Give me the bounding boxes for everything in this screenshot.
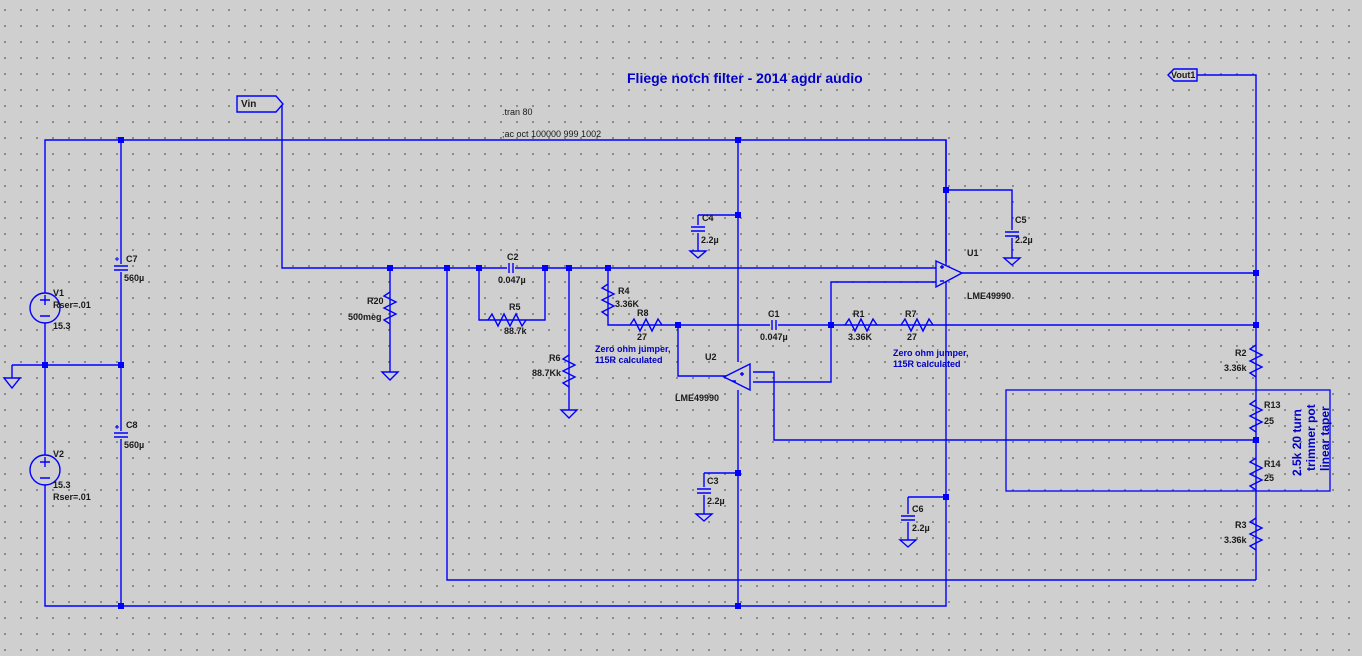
c1-value: 0.047µ bbox=[760, 332, 788, 342]
r13-value: 25 bbox=[1264, 416, 1274, 426]
trimmer-note-line1: 2.5k 20 turn bbox=[1290, 409, 1304, 476]
r6-ref: R6 bbox=[549, 353, 561, 363]
annotations: Zero ohm jumper, 115R calculated Zero oh… bbox=[595, 344, 969, 369]
wires bbox=[11, 74, 1257, 607]
r14-ref: R14 bbox=[1264, 459, 1281, 469]
u1-value: LME49990 bbox=[967, 291, 1011, 301]
c1-ref: C1 bbox=[768, 309, 780, 319]
r20-value: 500meg bbox=[348, 312, 382, 322]
r4-ref: R4 bbox=[618, 286, 630, 296]
r8-jumper-note-line2: 115R calculated bbox=[595, 355, 663, 365]
r3-value: 3.36k bbox=[1224, 535, 1248, 545]
c4-ref: C4 bbox=[702, 213, 714, 223]
polarity-marks bbox=[115, 257, 119, 429]
trimmer-note-line2: trimmer pot bbox=[1304, 404, 1318, 471]
opamp-u2 bbox=[722, 362, 751, 392]
component-labels: V1 Rser=.01 15.3 V2 15.3 Rser=.01 C7 560… bbox=[53, 213, 1281, 545]
r7-jumper-note-line2: 115R calculated bbox=[893, 359, 961, 369]
u2-ref: U2 bbox=[705, 352, 717, 362]
c5-ref: C5 bbox=[1015, 215, 1027, 225]
trimmer-note-line3: linear taper bbox=[1318, 406, 1332, 471]
diagram-title: Fliege notch filter - 2014 agdr audio bbox=[627, 70, 863, 86]
c3-value: 2.2µ bbox=[707, 496, 725, 506]
v2-ref: V2 bbox=[53, 449, 64, 459]
r1-value: 3.36K bbox=[848, 332, 873, 342]
v2-param-rser: Rser=.01 bbox=[53, 492, 91, 502]
vin-label: Vin bbox=[241, 99, 256, 110]
r6-value: 88.7Kk bbox=[532, 368, 562, 378]
r7-value: 27 bbox=[907, 332, 917, 342]
v1-param-voltage: 15.3 bbox=[53, 321, 71, 331]
c6-ref: C6 bbox=[912, 504, 924, 514]
c5-value: 2.2µ bbox=[1015, 235, 1033, 245]
r3-ref: R3 bbox=[1235, 520, 1247, 530]
r7-ref: R7 bbox=[905, 309, 917, 319]
ac-directive: ;ac oct 100000 999 1002 bbox=[502, 129, 601, 139]
r13-ref: R13 bbox=[1264, 400, 1281, 410]
r8-value: 27 bbox=[637, 332, 647, 342]
r2-value: 3.36k bbox=[1224, 363, 1248, 373]
c3-ref: C3 bbox=[707, 476, 719, 486]
u2-value: LME49990 bbox=[675, 393, 719, 403]
opamp-u1 bbox=[935, 259, 964, 289]
vout-label: Vout1 bbox=[1171, 70, 1195, 80]
resistor-symbols bbox=[382, 283, 1264, 551]
r1-ref: R1 bbox=[853, 309, 865, 319]
c2-value: 0.047µ bbox=[498, 275, 526, 285]
c8-value: 560µ bbox=[124, 440, 144, 450]
ground-symbols bbox=[2, 250, 1022, 548]
c6-value: 2.2µ bbox=[912, 523, 930, 533]
r8-jumper-note-line1: Zero ohm jumper, bbox=[595, 344, 671, 354]
c2-ref: C2 bbox=[507, 252, 519, 262]
r8-ref: R8 bbox=[637, 308, 649, 318]
junctions bbox=[42, 137, 1259, 609]
r2-ref: R2 bbox=[1235, 348, 1247, 358]
voltage-source-v1 bbox=[29, 292, 61, 324]
r4-value: 3.36K bbox=[615, 299, 640, 309]
r5-ref: R5 bbox=[509, 302, 521, 312]
u1-ref: U1 bbox=[967, 248, 979, 258]
v1-param-rser: Rser=.01 bbox=[53, 300, 91, 310]
r7-jumper-note-line1: Zero ohm jumper, bbox=[893, 348, 969, 358]
r14-value: 25 bbox=[1264, 473, 1274, 483]
capacitor-symbols bbox=[113, 225, 1020, 522]
trimmer-box bbox=[1005, 389, 1331, 492]
r5-value: 88.7k bbox=[504, 326, 528, 336]
r20-ref: R20 bbox=[367, 296, 384, 306]
trimmer-note: 2.5k 20 turn trimmer pot linear taper bbox=[1290, 404, 1332, 476]
c8-ref: C8 bbox=[126, 420, 138, 430]
net-flag-vout: Vout1 bbox=[1167, 68, 1198, 82]
c7-ref: C7 bbox=[126, 254, 138, 264]
tran-directive: .tran 80 bbox=[502, 107, 533, 117]
c7-value: 560µ bbox=[124, 273, 144, 283]
voltage-source-v2 bbox=[29, 454, 61, 486]
v2-param-voltage: 15.3 bbox=[53, 480, 71, 490]
v1-ref: V1 bbox=[53, 288, 64, 298]
c4-value: 2.2µ bbox=[701, 235, 719, 245]
net-flag-vin: Vin bbox=[236, 95, 284, 113]
